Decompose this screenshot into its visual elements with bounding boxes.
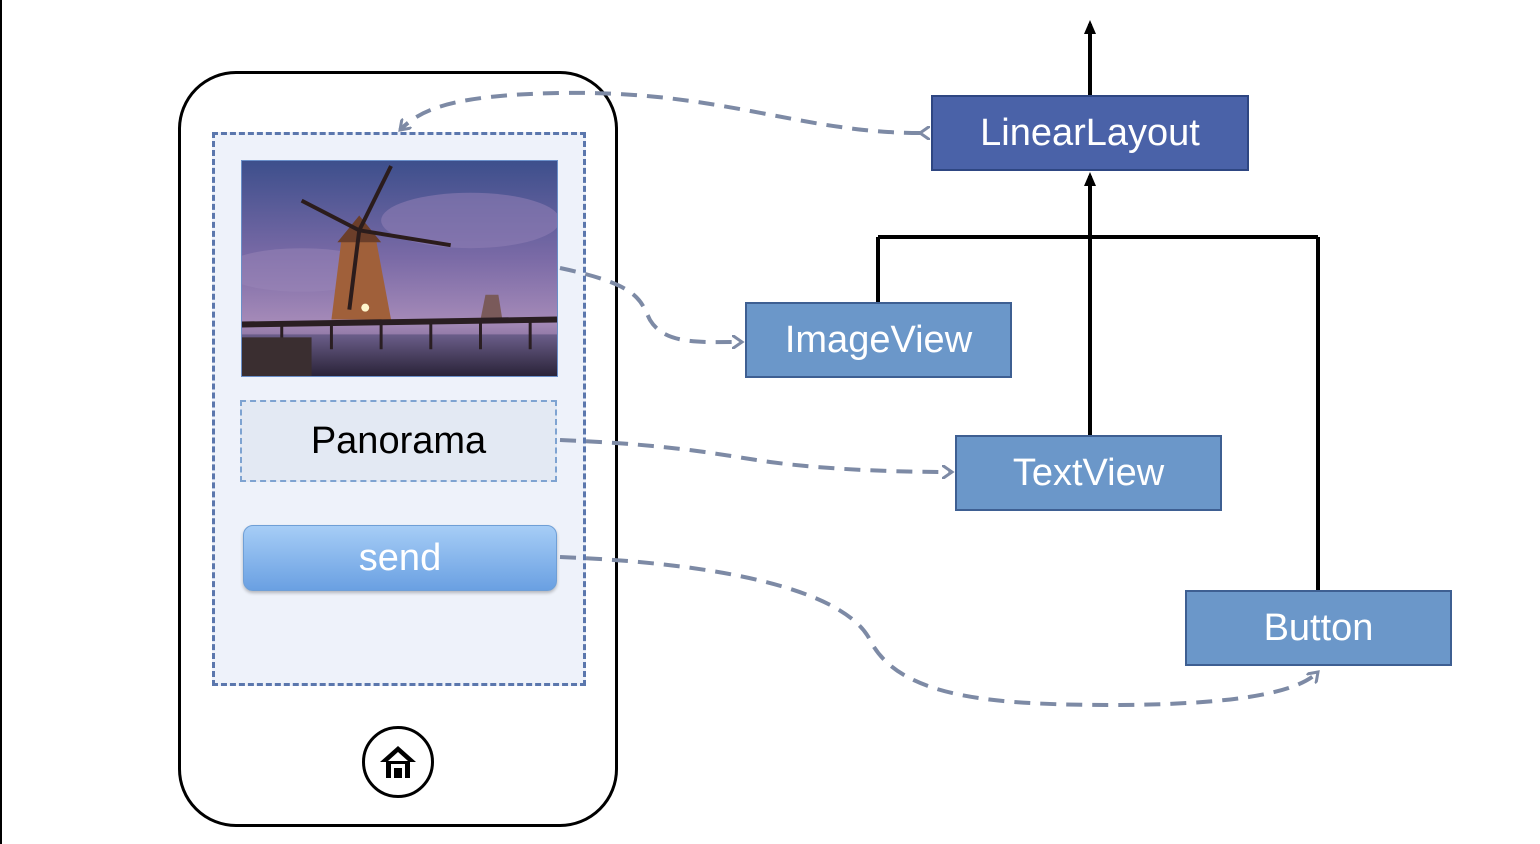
text-view-label: Panorama [310, 419, 487, 462]
node-label: Button [1263, 606, 1374, 649]
node-label: TextView [1012, 451, 1165, 494]
tree-node-imageview: ImageView [745, 302, 1012, 378]
root-up-arrow [1084, 20, 1096, 34]
connector-textview [559, 438, 952, 472]
node-label: ImageView [784, 318, 973, 361]
image-view-photo [241, 160, 558, 377]
text-view-panorama: Panorama [240, 400, 557, 482]
left-border-line [0, 0, 2, 844]
node-label: LinearLayout [980, 111, 1200, 154]
trunk-up-arrow [1084, 172, 1096, 186]
tree-node-button: Button [1185, 590, 1452, 666]
home-button[interactable] [362, 726, 434, 798]
tree-node-linearlayout: LinearLayout [931, 95, 1249, 171]
send-button[interactable]: send [243, 525, 557, 591]
windmill-photo [242, 161, 557, 376]
home-icon [380, 746, 416, 778]
send-button-label: send [358, 536, 442, 579]
tree-node-textview: TextView [955, 435, 1222, 511]
